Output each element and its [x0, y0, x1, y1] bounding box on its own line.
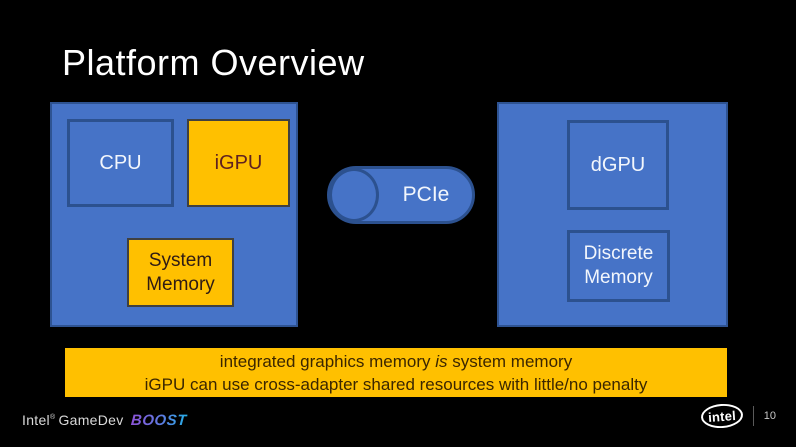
system-memory-box: System Memory: [127, 238, 234, 307]
brand-intel-text: Intel: [22, 412, 50, 428]
footer-divider: [752, 406, 754, 426]
intel-logo: intel: [699, 402, 744, 430]
igpu-box: iGPU: [187, 119, 290, 207]
discrete-gpu-group: dGPU Discrete Memory: [497, 102, 728, 327]
dgpu-box: dGPU: [567, 120, 669, 210]
footer-right: intel 10: [699, 402, 776, 430]
system-memory-label: System Memory: [146, 249, 215, 295]
cpu-package-group: CPU iGPU System Memory: [50, 102, 298, 327]
page-number: 10: [763, 410, 776, 422]
banner-line-2: iGPU can use cross-adapter shared resour…: [144, 374, 648, 394]
brand-gamedev-text: GameDev: [58, 412, 124, 428]
intel-logo-text: intel: [707, 407, 737, 425]
callout-banner: integrated graphics memory is system mem…: [65, 348, 727, 397]
brand-boost-text: BOOST: [129, 412, 188, 429]
pcie-label: PCIe: [402, 183, 450, 206]
discrete-memory-box: Discrete Memory: [567, 230, 670, 302]
cpu-label: CPU: [99, 152, 142, 174]
slide-title: Platform Overview: [62, 42, 365, 83]
pcie-cylinder-cap: [329, 168, 379, 222]
banner-line-1: integrated graphics memory is system mem…: [220, 350, 572, 373]
banner-line1-emphasis: is: [435, 351, 448, 371]
dgpu-label: dGPU: [590, 154, 646, 176]
registered-mark: ®: [49, 414, 56, 421]
banner-line1-pre: integrated graphics memory: [219, 351, 436, 371]
gamedev-boost-wordmark: Intel®GameDev BOOST: [22, 412, 188, 432]
banner-line1-post: system memory: [447, 351, 573, 371]
pcie-bus-cylinder: PCIe: [327, 166, 475, 224]
igpu-label: iGPU: [214, 152, 263, 174]
cpu-box: CPU: [67, 119, 174, 207]
discrete-memory-label: Discrete Memory: [583, 243, 654, 288]
